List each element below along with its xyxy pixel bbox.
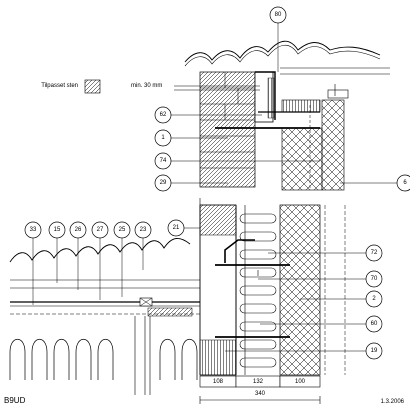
legend: Tilpasset sten	[41, 79, 101, 94]
callout-label: 62	[160, 112, 167, 118]
dimension-100: 100	[295, 379, 306, 385]
callout-19: 19	[365, 342, 383, 360]
callout-label: 19	[371, 348, 378, 354]
callout-70: 70	[365, 270, 383, 288]
callouts: 80 62 1 74 29 6 33 15 26 27 25 23 21 72 …	[24, 6, 410, 360]
insulation-pattern	[239, 213, 277, 368]
callout-label: 15	[54, 227, 61, 233]
callout-label: 2	[372, 296, 376, 302]
callout-23: 23	[134, 221, 152, 239]
legend-swatch	[84, 79, 101, 94]
bottom-arches	[9, 338, 198, 380]
callout-1: 1	[154, 129, 172, 147]
callout-label: 60	[371, 321, 378, 327]
callout-80: 80	[269, 6, 287, 24]
callout-15: 15	[48, 221, 66, 239]
callout-label: 21	[173, 225, 180, 231]
callout-72: 72	[365, 244, 383, 262]
callout-60: 60	[365, 315, 383, 333]
callout-2: 2	[365, 290, 383, 308]
dimension-108: 108	[213, 379, 224, 385]
callout-label: 6	[403, 180, 407, 186]
dimension-132: 132	[253, 379, 264, 385]
min-note: min. 30 mm	[131, 83, 260, 91]
sheet-date: 1.3.2006	[381, 399, 405, 405]
dimension-total: 340	[255, 391, 266, 397]
callout-21: 21	[167, 219, 185, 237]
min-note-label: min. 30 mm	[131, 83, 162, 89]
callout-label: 80	[275, 12, 282, 18]
callout-label: 72	[371, 250, 378, 256]
callout-label: 23	[140, 227, 147, 233]
top-detail	[184, 40, 390, 191]
top-brick-wall	[199, 71, 256, 188]
callout-25: 25	[113, 221, 131, 239]
callout-6: 6	[396, 174, 410, 192]
callout-label: 70	[371, 276, 378, 282]
callout-26: 26	[69, 221, 87, 239]
callout-label: 26	[75, 227, 82, 233]
dimensions: 108 132 100 340	[199, 375, 321, 404]
callout-33: 33	[24, 221, 42, 239]
sheet-code: B9UD	[4, 396, 26, 405]
callout-62: 62	[154, 106, 172, 124]
leader-lines	[32, 22, 398, 352]
callout-label: 1	[161, 135, 165, 141]
callout-74: 74	[154, 152, 172, 170]
legend-label: Tilpasset sten	[41, 83, 78, 89]
bottom-detail	[9, 198, 346, 395]
callout-29: 29	[154, 174, 172, 192]
callout-label: 27	[97, 227, 104, 233]
bottom-roof-tiles	[9, 238, 191, 263]
callout-label: 33	[30, 227, 37, 233]
callout-label: 25	[119, 227, 126, 233]
top-roof-tiles	[184, 40, 381, 63]
callout-27: 27	[91, 221, 109, 239]
callout-label: 74	[160, 158, 167, 164]
callout-label: 29	[160, 180, 167, 186]
